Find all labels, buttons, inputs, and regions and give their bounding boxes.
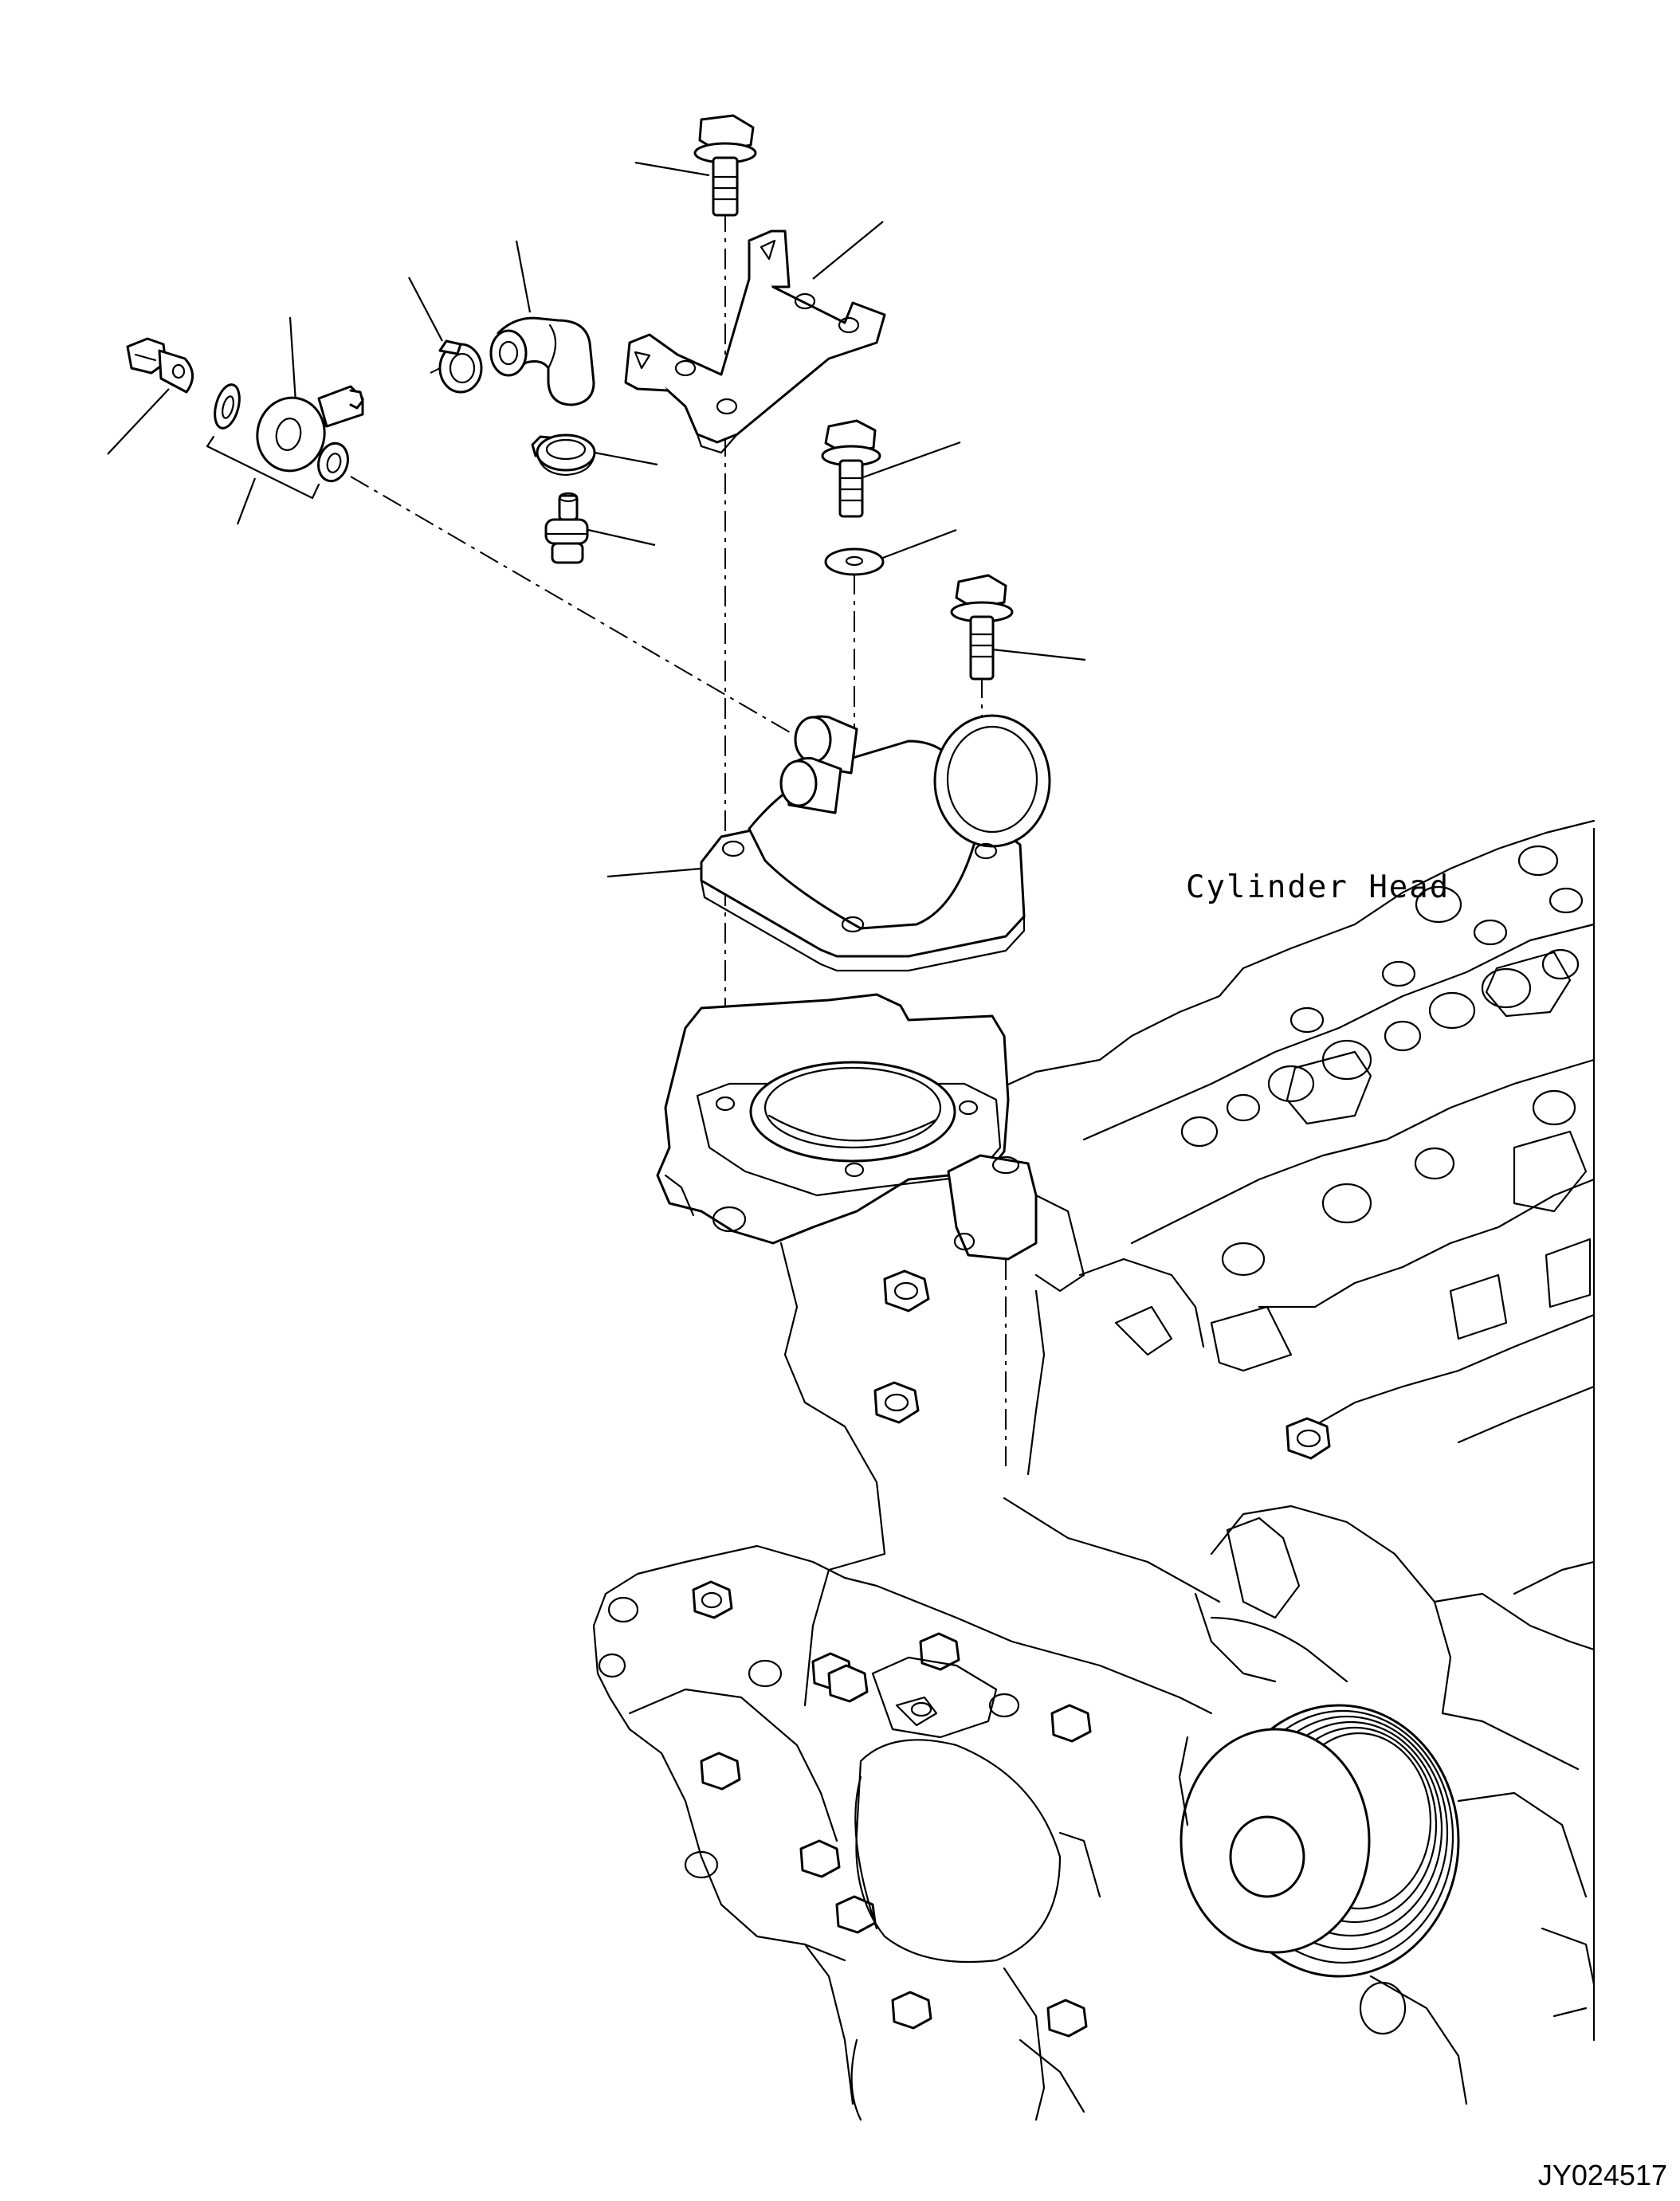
leader-banjo-bolt [107, 388, 170, 455]
cylinder-head-callout: Cylinder Head [1186, 869, 1450, 905]
leader-small-clamp [408, 277, 443, 342]
leader-nipple [587, 528, 656, 547]
washer-bracket [206, 435, 320, 500]
right-flange-bolt [950, 574, 1014, 681]
mounting-bracket [624, 230, 886, 454]
flat-washer [824, 547, 885, 576]
leader-right-bolt [991, 648, 1086, 661]
washer-right [317, 441, 349, 483]
thermostat-cover [700, 714, 1051, 972]
nipple [544, 492, 589, 564]
leader-bracket [812, 221, 884, 280]
leader-thermostat-cover [606, 867, 702, 878]
leader-mid-bolt [860, 441, 961, 480]
eye-bolt [256, 385, 364, 473]
leader-elbow-hose [515, 240, 532, 313]
water-pump-pulley [1180, 1616, 1588, 1978]
round-cover [854, 1739, 1101, 2121]
front-cover [592, 1544, 1213, 2105]
leader-lines [107, 161, 1086, 878]
top-flange-bolt [693, 114, 757, 217]
exhaust-port [1449, 1273, 1508, 1340]
washer-left [214, 383, 241, 430]
outlet-boss [947, 1154, 1085, 1293]
small-clamp [438, 339, 483, 394]
drawing-id-label: JY024517 [1538, 2159, 1667, 2191]
block-bolts [692, 1269, 1331, 2038]
exhaust-port-2 [1545, 1238, 1592, 1308]
banjo-bolt [126, 337, 194, 394]
water-pump-body [1178, 1505, 1596, 2105]
elbow-hose [489, 316, 595, 406]
hose-clamp [531, 434, 596, 477]
cylinder-head-ports [1180, 845, 1588, 1277]
engine-block [592, 819, 1596, 2121]
leader-top-bolt [634, 161, 710, 177]
mid-flange-bolt [821, 419, 881, 518]
leader-washers [236, 477, 257, 525]
leader-washer [869, 528, 957, 564]
cover-boss [871, 1656, 998, 1739]
assembly-line-eye-bolt [350, 476, 806, 742]
thermostat-housing [656, 993, 1010, 1245]
